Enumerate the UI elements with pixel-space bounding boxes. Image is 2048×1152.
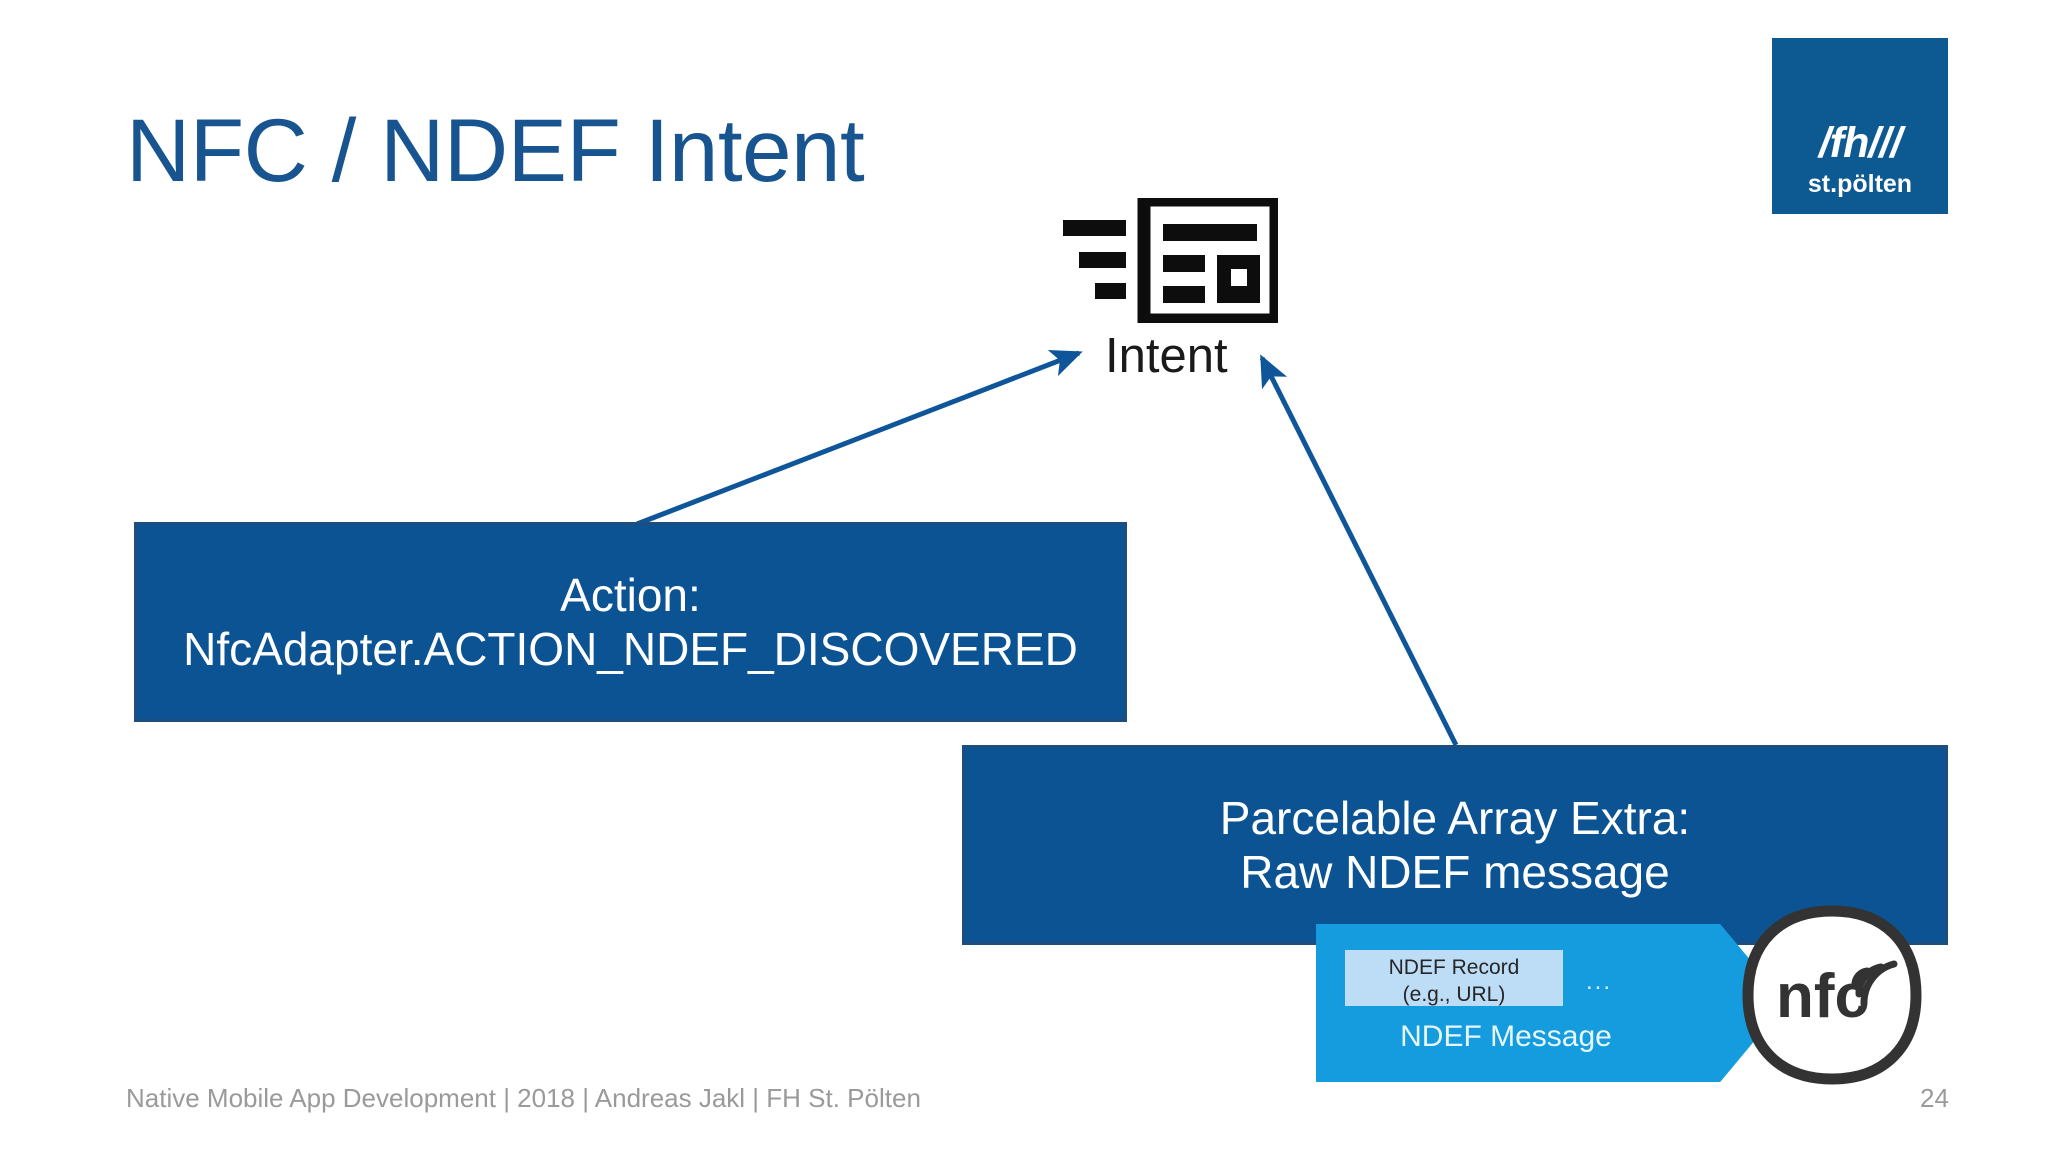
arrow-parcelable-to-intent bbox=[1259, 354, 1459, 747]
ndef-record-box: NDEF Record (e.g., URL) bbox=[1345, 950, 1563, 1006]
action-box-line2: NfcAdapter.ACTION_NDEF_DISCOVERED bbox=[183, 623, 1078, 675]
ndef-message-shape: NDEF Record (e.g., URL) ... NDEF Message bbox=[1316, 924, 1786, 1082]
page-number: 24 bbox=[1920, 1083, 1949, 1113]
svg-text:nfc: nfc bbox=[1776, 962, 1869, 1031]
ndef-record-ellipsis: ... bbox=[1586, 968, 1613, 995]
fh-st-poelten-logo: /fh/// st.pölten bbox=[1772, 38, 1948, 214]
action-box-line1: Action: bbox=[560, 568, 701, 621]
footer-text: Native Mobile App Development | 2018 | A… bbox=[126, 1083, 921, 1113]
ndef-record-line1: NDEF Record bbox=[1388, 956, 1520, 979]
ndef-message-label: NDEF Message bbox=[1400, 1020, 1612, 1053]
intent-label: Intent bbox=[1105, 329, 1228, 383]
logo-wordmark: /fh/// bbox=[1818, 119, 1902, 167]
page-title: NFC / NDEF Intent bbox=[126, 100, 865, 200]
ndef-record-line2: (e.g., URL) bbox=[1402, 983, 1506, 1007]
parcelable-box-line1: Parcelable Array Extra: bbox=[1219, 791, 1691, 844]
logo-subtitle: st.pölten bbox=[1807, 170, 1913, 198]
action-box: Action: NfcAdapter.ACTION_NDEF_DISCOVERE… bbox=[134, 522, 1127, 722]
arrow-action-to-intent bbox=[636, 350, 1083, 527]
intent-icon bbox=[1063, 193, 1283, 327]
nfc-logo: nfc bbox=[1742, 905, 1922, 1085]
parcelable-box-line2: Raw NDEF message bbox=[1240, 846, 1670, 898]
